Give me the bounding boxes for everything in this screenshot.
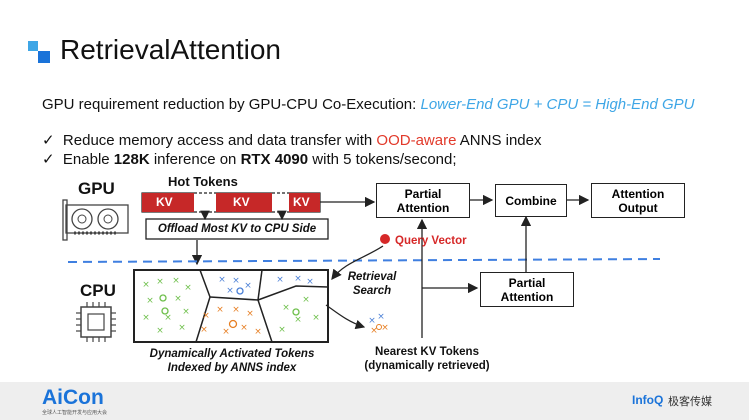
dyn-retrieved-line: (dynamically retrieved) bbox=[364, 360, 490, 372]
bullet-red-text: OOD-aware bbox=[376, 132, 457, 149]
gpu-label: GPU bbox=[78, 179, 115, 198]
svg-text:×: × bbox=[232, 276, 240, 286]
svg-text:×: × bbox=[377, 312, 385, 322]
svg-text:×: × bbox=[282, 303, 290, 313]
svg-text:×: × bbox=[381, 323, 389, 333]
check-icon: ✓ bbox=[42, 151, 55, 168]
svg-text:×: × bbox=[370, 326, 378, 336]
bullet-bold: 128K bbox=[113, 151, 150, 168]
svg-text:×: × bbox=[244, 281, 252, 291]
offload-label: Offload Most KV to CPU Side bbox=[157, 223, 317, 235]
svg-text:×: × bbox=[240, 323, 248, 333]
bullet-text: Reduce memory access and data transfer w… bbox=[62, 132, 377, 149]
infoq-logo: InfoQ bbox=[632, 393, 664, 407]
svg-text:×: × bbox=[294, 274, 302, 284]
svg-text:×: × bbox=[202, 311, 210, 321]
svg-text:×: × bbox=[164, 313, 172, 323]
partial-attention-cpu-box: Partial Attention bbox=[480, 272, 574, 307]
svg-text:×: × bbox=[142, 280, 150, 290]
aicon-logo: AiCon bbox=[42, 386, 104, 409]
svg-text:×: × bbox=[246, 309, 254, 319]
subtitle-prefix: GPU requirement reduction by GPU-CPU Co-… bbox=[42, 96, 421, 113]
aicon-subtitle: 全球人工智能开发与应用大会 bbox=[42, 410, 108, 416]
svg-text:×: × bbox=[278, 325, 286, 335]
query-vector-dot bbox=[380, 234, 390, 244]
retrieval-search-label: Retrieval Search bbox=[347, 271, 397, 297]
check-icon: ✓ bbox=[42, 132, 55, 149]
svg-text:×: × bbox=[302, 295, 310, 305]
svg-text:×: × bbox=[294, 315, 302, 325]
svg-text:×: × bbox=[182, 307, 190, 317]
cpu-label: CPU bbox=[80, 281, 116, 300]
svg-text:×: × bbox=[184, 283, 192, 293]
dynamic-tokens-line: Dynamically Activated Tokens bbox=[149, 348, 315, 360]
nearest-tokens-caption: Nearest KV Tokens (dynamically retrieved… bbox=[362, 345, 492, 373]
infoq-cn-label: 极客传媒 bbox=[668, 396, 712, 408]
gpu-card-icon bbox=[62, 199, 129, 241]
bullet-2: ✓ Enable 128K inference on RTX 4090 with… bbox=[42, 150, 457, 168]
query-vector-label: Query Vector bbox=[395, 235, 467, 247]
kv-label: KV bbox=[293, 195, 310, 209]
bullet-text: Enable bbox=[62, 151, 114, 168]
svg-text:×: × bbox=[368, 316, 376, 326]
svg-text:×: × bbox=[200, 325, 208, 335]
svg-text:×: × bbox=[276, 275, 284, 285]
svg-text:×: × bbox=[156, 277, 164, 287]
svg-text:×: × bbox=[226, 286, 234, 296]
nearest-tokens-scatter: ×× ×× bbox=[368, 312, 389, 336]
hot-tokens-label: Hot Tokens bbox=[168, 174, 238, 189]
dynamic-tokens-caption: Dynamically Activated Tokens Indexed by … bbox=[130, 347, 334, 375]
bullet-bold: RTX 4090 bbox=[240, 151, 309, 168]
cpu-chip-icon bbox=[76, 302, 116, 342]
svg-text:×: × bbox=[174, 294, 182, 304]
bullet-text: ANNS index bbox=[456, 132, 542, 149]
svg-text:×: × bbox=[156, 326, 164, 336]
kv-strip bbox=[141, 192, 321, 213]
subtitle-highlight: Lower-End GPU + CPU = High-End GPU bbox=[420, 96, 695, 113]
page-title: RetrievalAttention bbox=[60, 34, 282, 65]
svg-text:×: × bbox=[216, 305, 224, 315]
svg-text:×: × bbox=[178, 323, 186, 333]
nearest-tokens-line: Nearest KV Tokens bbox=[375, 346, 479, 358]
bullet-text: with 5 tokens/second; bbox=[308, 151, 457, 168]
svg-text:×: × bbox=[146, 296, 154, 306]
svg-text:×: × bbox=[172, 276, 180, 286]
anns-index-box: ×××× ×××× ××× ××××× ×××× ××× ×××× ×××× bbox=[133, 269, 329, 343]
svg-text:×: × bbox=[254, 327, 262, 337]
svg-text:×: × bbox=[312, 313, 320, 323]
footer-bar bbox=[0, 382, 749, 420]
svg-text:×: × bbox=[222, 327, 230, 337]
svg-text:×: × bbox=[232, 305, 240, 315]
bullet-1: ✓ Reduce memory access and data transfer… bbox=[42, 131, 541, 149]
combine-box: Combine bbox=[495, 184, 567, 217]
svg-text:×: × bbox=[142, 313, 150, 323]
kv-label: KV bbox=[233, 195, 250, 209]
bullet-text: inference on bbox=[149, 151, 241, 168]
partial-attention-gpu-box: Partial Attention bbox=[376, 183, 470, 218]
title-logo bbox=[28, 41, 50, 63]
svg-text:×: × bbox=[218, 275, 226, 285]
indexed-line: Indexed by ANNS index bbox=[167, 362, 297, 374]
subtitle: GPU requirement reduction by GPU-CPU Co-… bbox=[42, 95, 722, 114]
attention-output-box: Attention Output bbox=[591, 183, 685, 218]
svg-text:×: × bbox=[306, 277, 314, 287]
kv-label: KV bbox=[156, 195, 173, 209]
